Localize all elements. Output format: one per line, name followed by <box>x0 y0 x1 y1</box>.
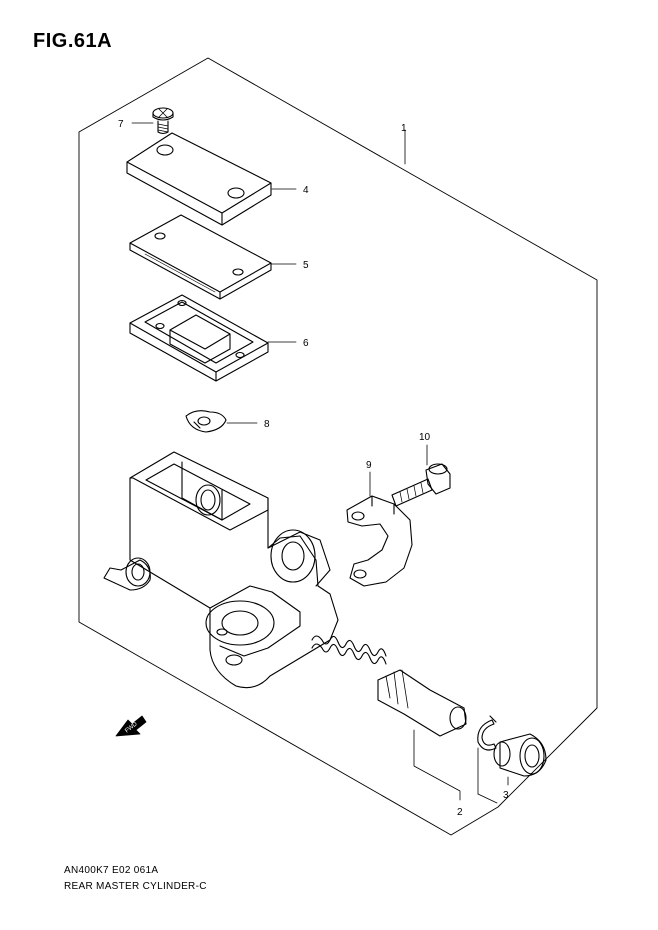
callout-4: 4 <box>303 185 309 196</box>
leader-lines <box>131 122 509 804</box>
boot-part-8 <box>185 410 227 433</box>
callout-6: 6 <box>303 338 309 349</box>
callout-3: 3 <box>503 790 509 801</box>
callout-1: 1 <box>401 123 407 134</box>
callout-8: 8 <box>264 419 270 430</box>
assembly-outline <box>78 57 598 836</box>
fwd-arrow-icon: FWD <box>115 715 147 737</box>
footer-title: REAR MASTER CYLINDER-C <box>64 881 207 892</box>
callout-5: 5 <box>303 260 309 271</box>
screw-part-7 <box>152 107 174 135</box>
footer-code: AN400K7 E02 061A <box>64 865 159 876</box>
bolt-part-10 <box>391 463 451 507</box>
diaphragm-part-6 <box>129 294 269 382</box>
callout-9: 9 <box>366 460 372 471</box>
callout-10: 10 <box>419 432 431 443</box>
figure-title: FIG.61A <box>33 30 113 52</box>
clamp-part-9 <box>346 495 413 587</box>
spring <box>311 635 387 665</box>
callout-2: 2 <box>457 807 463 818</box>
master-cylinder-body <box>103 451 339 689</box>
callout-7: 7 <box>118 119 124 130</box>
plate-part-5 <box>129 214 272 300</box>
piston-part-2 <box>377 669 467 737</box>
snap-ring <box>477 715 497 751</box>
boot-part-3 <box>493 733 547 777</box>
reservoir-cap-part-4 <box>126 132 272 226</box>
